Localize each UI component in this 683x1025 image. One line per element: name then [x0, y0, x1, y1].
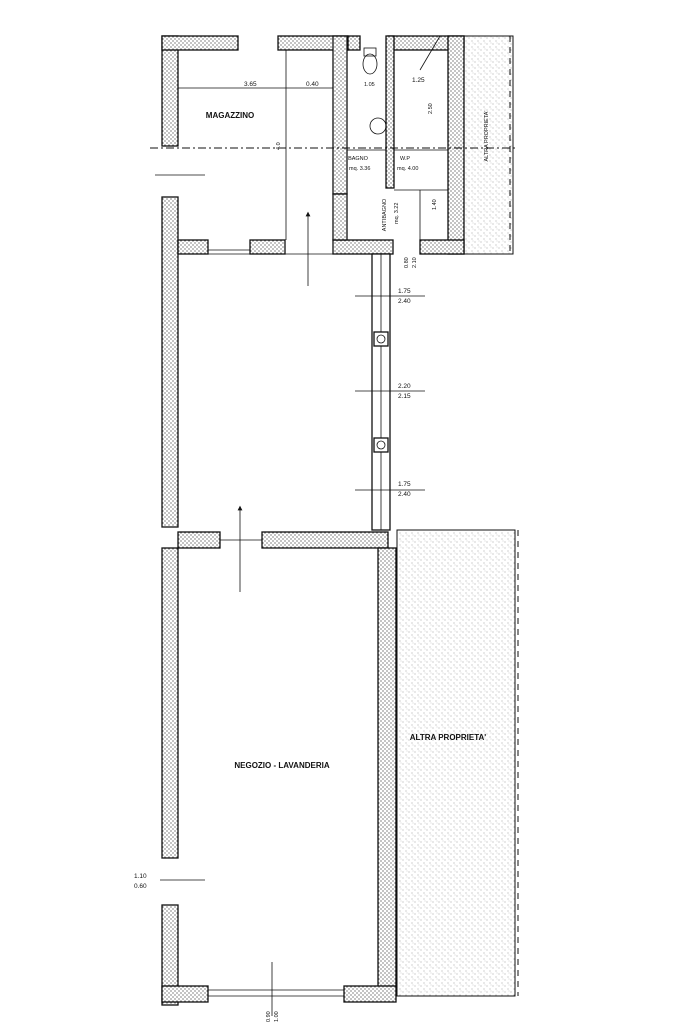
toilet-icon: [362, 53, 378, 75]
dim-mag-width: 3.65: [244, 81, 257, 88]
dim-door-small-bot: 2.10: [412, 257, 418, 268]
wall-bagno-wc: [385, 35, 395, 189]
dim-bottom-bot: 1.00: [274, 1011, 280, 1022]
dim-wc-h: 2.50: [428, 103, 434, 114]
pillar-1-mark: [376, 334, 386, 344]
label-bagno: BAGNO: [348, 156, 369, 162]
wall-top-left: [161, 35, 239, 51]
wall-left-lower: [161, 547, 179, 859]
dim-win2-top: 2.20: [398, 383, 411, 390]
label-magazzino: MAGAZZINO: [206, 111, 254, 120]
dim-bagno-mq: mq. 3.36: [349, 166, 370, 172]
wall-right-wc: [447, 35, 465, 255]
pillar-2-mark: [376, 440, 386, 450]
adjacent-property-bottom: [396, 529, 516, 997]
dim-mag-h: 4.0: [276, 142, 282, 150]
dim-antibagno-mq: mq. 3.22: [394, 203, 400, 224]
wall-shop-right: [377, 547, 397, 997]
dim-wc-mq: mq. 4.00: [397, 166, 418, 172]
label-altra-proprieta-top: ALTRA PROPRIETA': [484, 111, 490, 162]
dim-win3-top: 1.75: [398, 481, 411, 488]
wall-magazzino-bottom-right: [249, 239, 286, 255]
wall-left-mid: [161, 196, 179, 528]
wall-left-bottom: [161, 904, 179, 1006]
wall-magazzino-bottom-left: [177, 239, 209, 255]
wall-middle-bottom-right: [261, 531, 389, 549]
wc-stair-line: [419, 35, 441, 71]
dim-wc-w: 1.25: [412, 77, 425, 84]
label-altra-proprieta-bottom: ALTRA PROPRIETA': [410, 733, 487, 742]
dim-door-small-top: 0.80: [404, 257, 410, 268]
dim-wc-side: 1.40: [432, 199, 438, 210]
label-negozio: NEGOZIO - LAVANDERIA: [234, 761, 329, 770]
wall-bottom-right: [343, 985, 397, 1003]
dim-mag-wall: 0.40: [306, 81, 319, 88]
wall-service-bottom: [419, 239, 465, 255]
dim-bagno-w: 1.05: [364, 82, 375, 88]
wall-middle-bottom-left: [177, 531, 221, 549]
pillar-2: [373, 437, 389, 453]
dim-win1-bot: 2.40: [398, 298, 411, 305]
sink-icon: [369, 117, 387, 135]
dim-win1-top: 1.75: [398, 288, 411, 295]
wall-bagno-left: [332, 35, 348, 195]
wall-antibagno-bottom: [332, 239, 394, 255]
label-antibagno: ANTIBAGNO: [382, 198, 388, 231]
dim-left-bot: 0.60: [134, 883, 147, 890]
label-wc: W.P: [400, 156, 410, 162]
adjacent-property-top: [462, 35, 514, 255]
wall-top-bagno: [347, 35, 361, 51]
dim-win3-bot: 2.40: [398, 491, 411, 498]
wall-left-upper: [161, 35, 179, 147]
dim-left-top: 1.10: [134, 873, 147, 880]
dim-win2-bot: 2.15: [398, 393, 411, 400]
wall-antibagno-left: [332, 193, 348, 241]
pillar-1: [373, 331, 389, 347]
dim-bottom-top: 0.90: [266, 1011, 272, 1022]
cistern-icon: [363, 47, 377, 57]
wall-bottom-left: [161, 985, 209, 1003]
